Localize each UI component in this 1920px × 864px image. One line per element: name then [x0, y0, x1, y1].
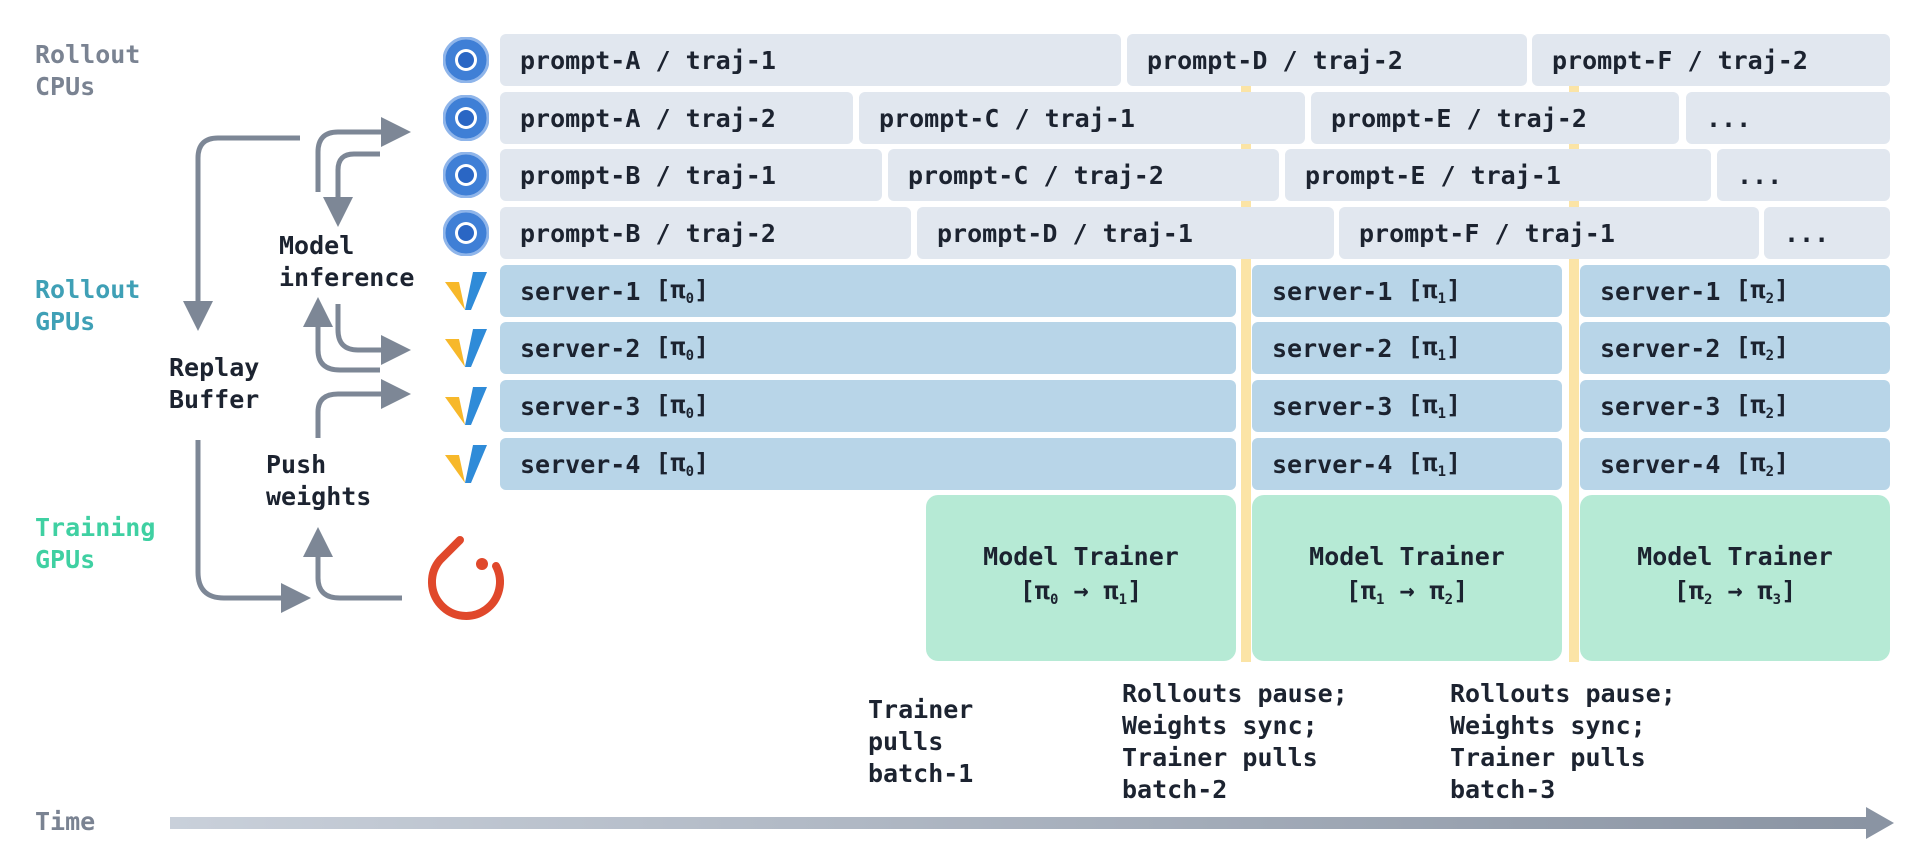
policy-version: [π1]	[1392, 332, 1462, 364]
trainer-title: Model Trainer	[1309, 541, 1505, 571]
chrome-icon	[442, 151, 490, 199]
server-name: server-2	[1272, 333, 1393, 363]
server-name: server-3	[1272, 391, 1393, 421]
cpu-rollout-cell: prompt-E / traj-1	[1285, 149, 1711, 201]
policy-version: [π0]	[640, 275, 710, 307]
cpu-rollout-cell: ...	[1717, 149, 1890, 201]
trainer-policy-transition: [π2 → π3]	[1673, 575, 1797, 608]
vllm-icon	[443, 441, 489, 487]
cpu-rollout-cell: prompt-C / traj-1	[859, 92, 1305, 144]
cpu-rollout-cell: ...	[1686, 92, 1890, 144]
server-name: server-3	[1600, 391, 1721, 421]
server-name: server-1	[1600, 276, 1721, 306]
replay-to-inference-arrow	[183, 135, 300, 331]
policy-version: [π2]	[1720, 390, 1790, 422]
push-weights-label: Push weights	[266, 450, 372, 511]
rollout-gpus-label: Rollout GPUs	[35, 275, 141, 336]
policy-version: [π0]	[640, 332, 710, 364]
push-weights-out-arrow	[315, 379, 411, 438]
flow-arrows	[183, 117, 411, 613]
gpu-server-cell: server-2 [π2]	[1580, 322, 1890, 374]
model-trainer-block: Model Trainer [π0 → π1]	[926, 495, 1236, 661]
gpu-server-cell: server-2 [π1]	[1252, 322, 1562, 374]
server-name: server-1	[520, 276, 641, 306]
policy-version: [π2]	[1720, 332, 1790, 364]
cpu-rollout-cell: prompt-D / traj-2	[1127, 34, 1527, 86]
server-name: server-4	[520, 449, 641, 479]
rollout-cpus-label: Rollout CPUs	[35, 40, 141, 101]
cpu-rollout-cell: ...	[1764, 207, 1890, 259]
cpu-rollout-cell: prompt-D / traj-1	[917, 207, 1334, 259]
cpu-rollout-cell: prompt-E / traj-2	[1311, 92, 1679, 144]
gpu-server-cell: server-4 [π2]	[1580, 438, 1890, 490]
gpu-server-cell: server-1 [π1]	[1252, 265, 1562, 317]
policy-version: [π2]	[1720, 448, 1790, 480]
chrome-icon	[442, 36, 490, 84]
inference-return-arrow	[323, 151, 380, 227]
policy-version: [π0]	[640, 448, 710, 480]
trainer-to-push-arrow	[303, 527, 402, 601]
weight-sync-bar-2	[1569, 34, 1579, 662]
gpu-server-cell: server-3 [π1]	[1252, 380, 1562, 432]
cpu-rollout-cell: prompt-B / traj-1	[500, 149, 882, 201]
trainer-title: Model Trainer	[983, 541, 1179, 571]
server-name: server-4	[1600, 449, 1721, 479]
server-name: server-4	[1272, 449, 1393, 479]
inference-out-arrow	[315, 117, 411, 192]
model-inference-label: Model inference	[279, 231, 415, 292]
note-trainer-pulls-batch-1: Trainer pulls batch-1	[868, 695, 974, 788]
policy-version: [π1]	[1392, 275, 1462, 307]
trainer-title: Model Trainer	[1637, 541, 1833, 571]
model-trainer-block: Model Trainer [π2 → π3]	[1580, 495, 1890, 661]
cpu-rollout-cell: prompt-F / traj-2	[1532, 34, 1890, 86]
policy-version: [π1]	[1392, 448, 1462, 480]
buffer-to-trainer-arrow	[195, 440, 311, 613]
policy-version: [π1]	[1392, 390, 1462, 422]
weight-sync-bar-1	[1241, 34, 1251, 662]
cpu-rollout-cell: prompt-B / traj-2	[500, 207, 911, 259]
gpu-server-cell: server-2 [π0]	[500, 322, 1236, 374]
policy-version: [π0]	[640, 390, 710, 422]
server-name: server-2	[1600, 333, 1721, 363]
time-axis-label: Time	[35, 807, 96, 836]
cpu-rollout-cell: prompt-F / traj-1	[1339, 207, 1759, 259]
gpu-server-cell: server-3 [π2]	[1580, 380, 1890, 432]
vllm-icon	[443, 325, 489, 371]
model-trainer-block: Model Trainer [π1 → π2]	[1252, 495, 1562, 661]
chrome-icon	[442, 94, 490, 142]
gpu-server-cell: server-3 [π0]	[500, 380, 1236, 432]
gpu-server-cell: server-1 [π0]	[500, 265, 1236, 317]
gpu-server-cell: server-1 [π2]	[1580, 265, 1890, 317]
note-sync-batch-2: Rollouts pause; Weights sync; Trainer pu…	[1122, 679, 1348, 804]
training-gpus-label: Training GPUs	[35, 513, 156, 574]
pytorch-icon	[404, 520, 530, 646]
cpu-rollout-cell: prompt-A / traj-2	[500, 92, 853, 144]
replay-buffer-label: Replay Buffer	[169, 353, 260, 414]
cpu-rollout-cell: prompt-C / traj-2	[888, 149, 1279, 201]
server-name: server-1	[1272, 276, 1393, 306]
server-name: server-3	[520, 391, 641, 421]
time-axis-arrow	[170, 807, 1894, 839]
trainer-policy-transition: [π0 → π1]	[1019, 575, 1143, 608]
gpu-server-cell: server-4 [π0]	[500, 438, 1236, 490]
vllm-icon	[443, 268, 489, 314]
server-name: server-2	[520, 333, 641, 363]
gpu-server-cell: server-4 [π1]	[1252, 438, 1562, 490]
cpu-rollout-cell: prompt-A / traj-1	[500, 34, 1121, 86]
inference-to-gpu-arrow	[335, 304, 411, 365]
note-sync-batch-3: Rollouts pause; Weights sync; Trainer pu…	[1450, 679, 1676, 804]
policy-version: [π2]	[1720, 275, 1790, 307]
vllm-icon	[443, 383, 489, 429]
chrome-icon	[442, 209, 490, 257]
trainer-policy-transition: [π1 → π2]	[1345, 575, 1469, 608]
inference-up-arrow	[303, 297, 380, 373]
